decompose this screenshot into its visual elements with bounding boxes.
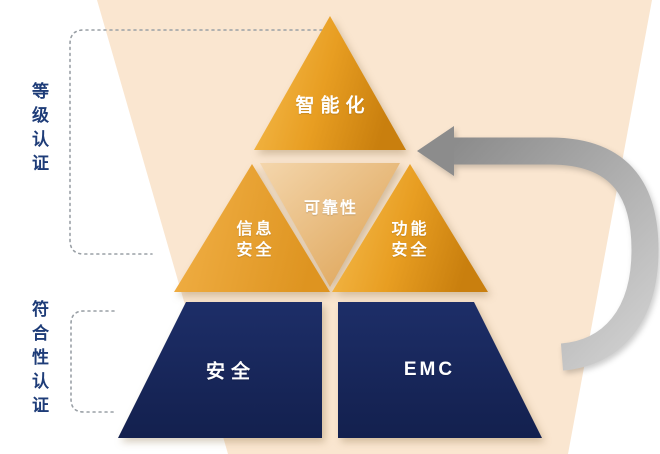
mid-right-triangle-label: 功能 安全 — [388, 220, 429, 262]
bottom-left-trapezoid-shape — [118, 302, 322, 438]
curved-arrow-shaft — [448, 137, 659, 371]
top-triangle-label: 智能化 — [295, 95, 371, 117]
bottom-right-trapezoid-shape — [338, 302, 542, 438]
mid-left-label-line2: 安全 — [236, 242, 275, 259]
bottom-right-trapezoid-label: EMC — [403, 359, 456, 380]
curved-arrow-icon — [417, 126, 659, 371]
mid-center-inverted-triangle-shape — [260, 163, 400, 287]
mid-right-label-line2: 安全 — [391, 242, 430, 259]
curved-arrow-head — [417, 126, 454, 176]
compliance-certification-label: 符合性认证 — [29, 300, 48, 420]
mid-left-triangle-shape — [174, 164, 330, 292]
mid-right-label-line1: 功能 — [391, 221, 430, 239]
bottom-left-trapezoid-label: 安全 — [205, 361, 257, 383]
top-triangle-shape — [254, 16, 406, 150]
mid-right-triangle-shape — [332, 164, 488, 292]
mid-left-triangle-label: 信息 安全 — [233, 220, 274, 262]
mid-left-label-line1: 信息 — [236, 221, 275, 239]
grade-certification-bracket — [69, 29, 335, 255]
grade-certification-label: 等级认证 — [29, 82, 48, 178]
pyramid — [118, 16, 542, 438]
mid-center-triangle-label: 可靠性 — [303, 200, 359, 217]
compliance-certification-bracket — [70, 310, 117, 413]
